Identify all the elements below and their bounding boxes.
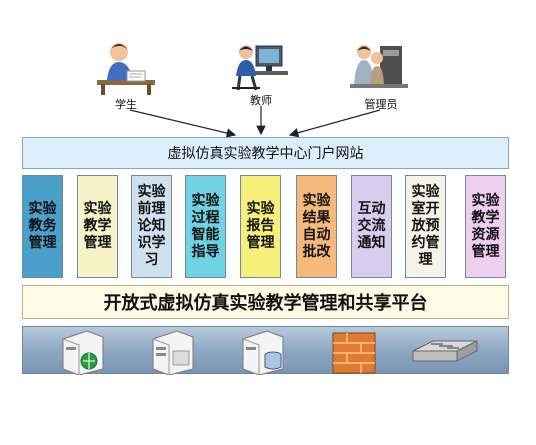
admin-figure [350, 40, 412, 95]
platform-title: 开放式虚拟仿真实验教学管理和共享平台 [22, 285, 509, 319]
module-box: 实验教务管理 [22, 175, 63, 278]
module-label: 实验过程智能指导 [191, 192, 220, 260]
teacher-label: 教师 [250, 94, 272, 107]
server-icon [152, 330, 194, 376]
role-arrows [129, 106, 381, 138]
module-box: 实验结果自动批改 [296, 175, 337, 278]
admin-arrow [288, 109, 381, 138]
module-label: 实验教学资源管理 [471, 192, 500, 260]
infrastructure-strip [22, 326, 509, 376]
module-box: 实验报告管理 [240, 175, 281, 278]
module-box: 实验教学资源管理 [465, 175, 506, 278]
module-label: 互动交流通知 [357, 201, 386, 251]
module-box: 实验前理论知识学习 [131, 175, 172, 278]
database-server-icon [242, 330, 284, 376]
module-box: 实验室开放预约管理 [405, 175, 446, 278]
firewall-icon [332, 332, 376, 374]
student-label: 学生 [115, 98, 137, 111]
module-box: 互动交流通知 [351, 175, 392, 278]
student-figure [95, 40, 157, 95]
module-label: 实验报告管理 [246, 201, 275, 251]
module-label: 实验结果自动批改 [302, 192, 331, 260]
admin-label: 管理员 [364, 98, 398, 111]
portal-title: 虚拟仿真实验教学中心门户网站 [22, 137, 509, 169]
web-server-icon [62, 330, 104, 376]
network-switch-icon [412, 340, 478, 362]
module-label: 实验室开放预约管理 [411, 184, 440, 268]
module-box: 实验过程智能指导 [185, 175, 226, 278]
module-box: 实验教学管理 [77, 175, 118, 278]
module-label: 实验教学管理 [83, 201, 112, 251]
module-label: 实验前理论知识学习 [137, 184, 166, 268]
module-label: 实验教务管理 [28, 201, 57, 251]
teacher-figure [230, 42, 292, 92]
student-arrow [129, 109, 237, 138]
